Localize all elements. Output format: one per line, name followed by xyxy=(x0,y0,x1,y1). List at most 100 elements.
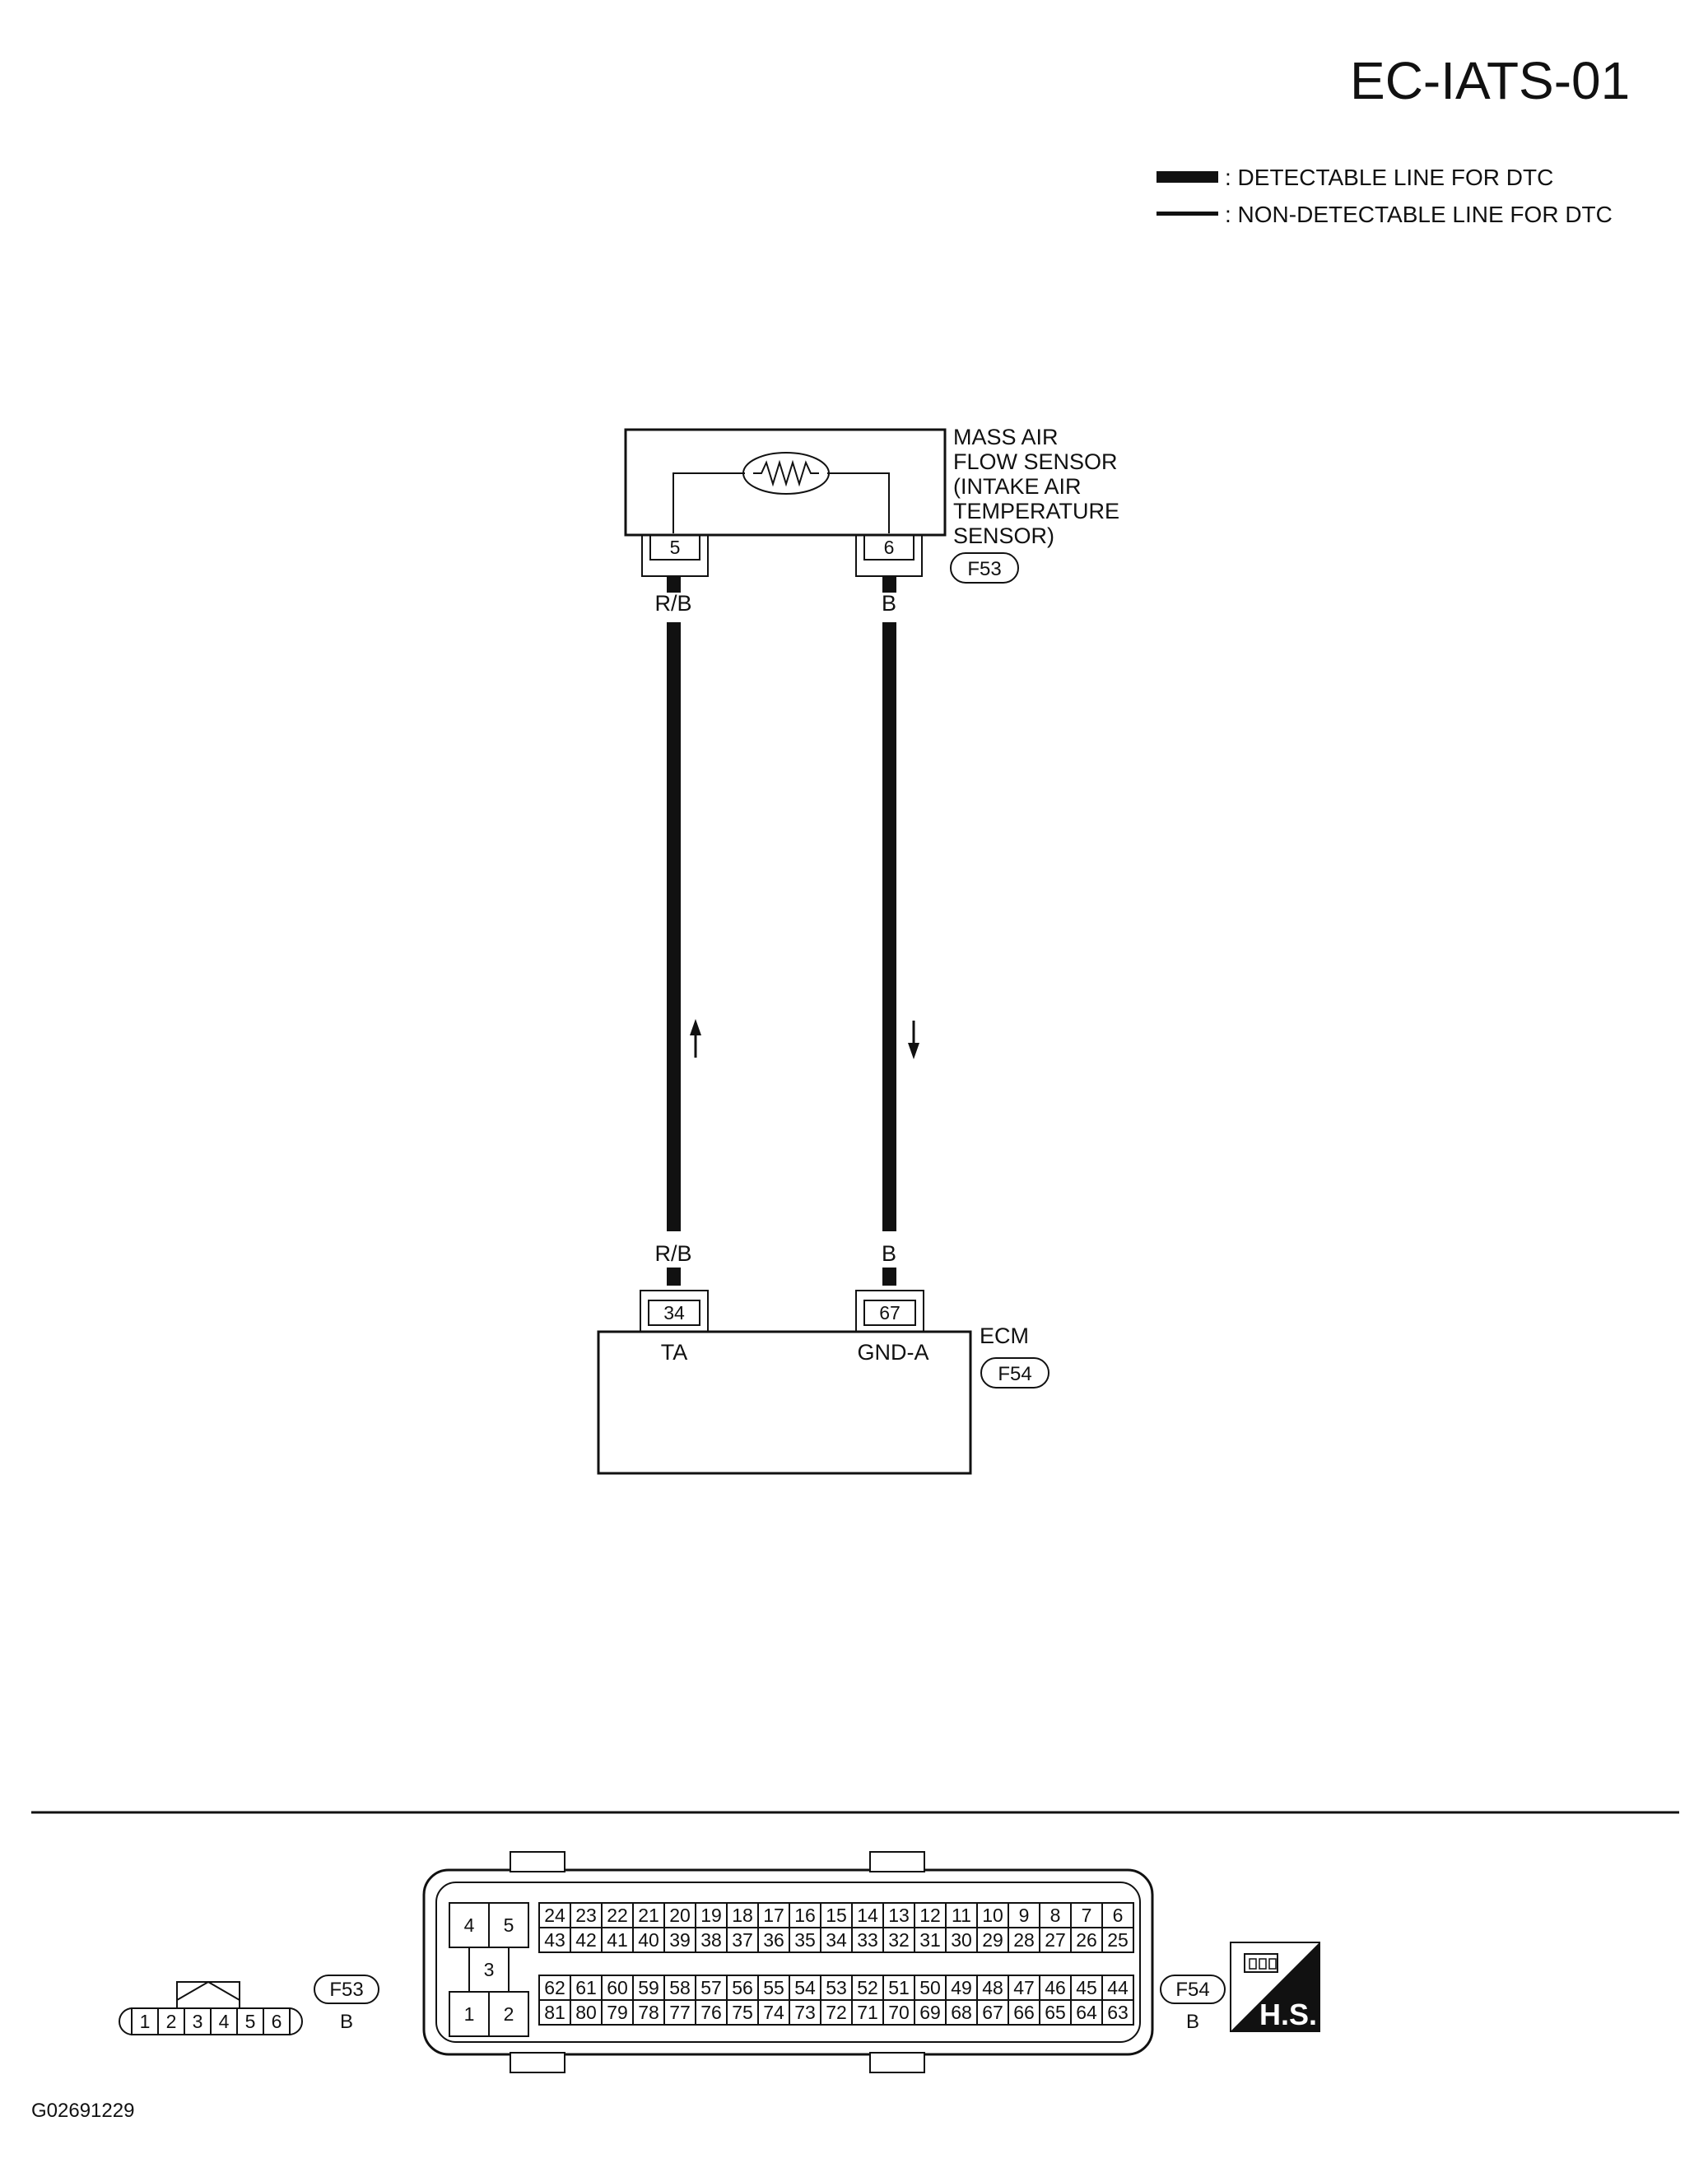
sensor-circuit-right xyxy=(827,472,890,533)
f54-pin-number: 33 xyxy=(857,1929,878,1951)
sensor-label-line-4: TEMPERATURE xyxy=(953,499,1119,523)
wire-left-color-bottom: R/B xyxy=(654,1241,691,1266)
f53-latch-roof xyxy=(176,1980,240,2001)
f54-pin-number: 63 xyxy=(1107,2002,1129,2023)
f54-pin-number: 69 xyxy=(919,2002,941,2023)
sensor-connector-badge xyxy=(950,552,1019,584)
f54-pin-number: 22 xyxy=(607,1905,628,1926)
f54-pin-number: 35 xyxy=(794,1929,816,1951)
f54-pin-number: 7 xyxy=(1082,1905,1092,1926)
f53-pin-number: 3 xyxy=(193,2011,203,2032)
f54-pin-number: 52 xyxy=(857,1977,878,1998)
f54-pin-number: 70 xyxy=(888,2002,910,2023)
wire-right-stub-top xyxy=(882,576,896,593)
f53-pin-number: 4 xyxy=(219,2011,230,2032)
f54-pin-number: 29 xyxy=(982,1929,1003,1951)
f54-pin-number: 62 xyxy=(544,1977,565,1998)
sensor-pin-6-label: 6 xyxy=(884,537,895,558)
f54-pin-number: 12 xyxy=(919,1905,941,1926)
f54-latch-top-left xyxy=(510,1851,565,1872)
f54-view-label: F54 xyxy=(1175,1979,1209,2001)
f54-pin-number: 64 xyxy=(1076,2002,1097,2023)
f54-pin-3: 3 xyxy=(484,1959,495,1980)
f54-pin-number: 56 xyxy=(732,1977,753,1998)
f54-pin-number: 58 xyxy=(669,1977,691,1998)
f53-view-color: B xyxy=(340,2011,353,2033)
f53-pin-number: 1 xyxy=(140,2011,151,2032)
f54-pin-number: 8 xyxy=(1050,1905,1061,1926)
wire-right-color-bottom: B xyxy=(882,1241,896,1266)
f54-pin-number: 49 xyxy=(951,1977,972,1998)
wire-right-stub-bottom xyxy=(882,1268,896,1286)
f54-pin-number: 57 xyxy=(700,1977,722,1998)
f54-inner-shell xyxy=(435,1882,1141,2043)
f54-pin-number: 80 xyxy=(575,2002,597,2023)
f54-view-badge xyxy=(1160,1975,1226,2004)
f54-pin-cell xyxy=(1101,1927,1134,1953)
f54-pin-number: 81 xyxy=(544,2002,565,2023)
f54-pin-number: 9 xyxy=(1019,1905,1030,1926)
f54-pin-number: 42 xyxy=(575,1929,597,1951)
ecm-pin-34-label: 34 xyxy=(663,1302,685,1323)
f54-pin-number: 13 xyxy=(888,1905,910,1926)
f54-pin-number: 45 xyxy=(1076,1977,1097,1998)
thermistor-resistor-icon xyxy=(753,459,819,487)
f54-pin-number: 74 xyxy=(763,2002,784,2023)
f54-pin-number: 10 xyxy=(982,1905,1003,1926)
f54-pin-cell xyxy=(1101,1999,1134,2026)
f54-pin-number: 6 xyxy=(1113,1905,1124,1926)
f54-pin-number: 65 xyxy=(1045,2002,1066,2023)
f54-pin-number: 14 xyxy=(857,1905,878,1926)
f54-pin-number: 77 xyxy=(669,2002,691,2023)
f54-pin-number: 40 xyxy=(638,1929,659,1951)
sensor-label-line-1: MASS AIR xyxy=(953,425,1059,449)
wire-left-color-top: R/B xyxy=(654,591,691,616)
connector-housing-icon xyxy=(1244,1953,1278,1973)
legend: : DETECTABLE LINE FOR DTC : NON-DETECTAB… xyxy=(1157,165,1613,227)
f54-pin-number: 28 xyxy=(1013,1929,1035,1951)
f53-view-badge xyxy=(314,1975,379,2004)
f54-outer-shell xyxy=(422,1868,1154,2056)
ecm-pin-34-bracket xyxy=(640,1290,709,1332)
legend-detectable-swatch xyxy=(1157,171,1218,183)
f53-view-label: F53 xyxy=(329,1979,363,2001)
wire-left-stub-top xyxy=(667,576,681,593)
f54-pin-number: 50 xyxy=(919,1977,941,1998)
f54-pin-number: 60 xyxy=(607,1977,628,1998)
ecm-module: 34 67 TA GND-A ECM F54 xyxy=(597,1290,1049,1475)
ecm-pin-67-box xyxy=(863,1300,916,1326)
thermistor-outline xyxy=(742,452,830,495)
f54-pin-number: 20 xyxy=(669,1905,691,1926)
sensor-label-line-5: SENSOR) xyxy=(953,523,1054,548)
sensor-circuit-left xyxy=(672,472,745,533)
f53-pin-cell xyxy=(263,2007,291,2035)
f54-pin-number: 75 xyxy=(732,2002,753,2023)
f53-pin-number: 2 xyxy=(166,2011,177,2032)
f54-pin-number: 43 xyxy=(544,1929,565,1951)
f54-pin-number: 61 xyxy=(575,1977,597,1998)
figure-id: G02691229 xyxy=(31,2100,134,2122)
ecm-label: ECM xyxy=(980,1323,1029,1348)
ecm-body xyxy=(597,1330,972,1475)
f54-pin-number: 79 xyxy=(607,2002,628,2023)
f54-pin-number: 25 xyxy=(1107,1929,1129,1951)
f54-pin-number: 27 xyxy=(1045,1929,1066,1951)
f54-pin-number: 39 xyxy=(669,1929,691,1951)
f54-pin-1: 1 xyxy=(464,2003,475,2025)
f54-latch-bottom-left xyxy=(510,2052,565,2073)
f54-pin-number: 26 xyxy=(1076,1929,1097,1951)
ecm-terminal-gnd-a: GND-A xyxy=(858,1340,929,1365)
sensor-pin-5-label: 5 xyxy=(670,537,681,558)
ecm-pin-67-label: 67 xyxy=(879,1302,901,1323)
hs-symbol: H.S. xyxy=(1230,1942,1320,2032)
arrow-down-icon xyxy=(908,1021,919,1059)
f54-pin-number: 51 xyxy=(888,1977,910,1998)
f54-pin-number: 72 xyxy=(826,2002,847,2023)
wiring-harness: R/B B R/B B xyxy=(654,576,919,1286)
f54-pin-number: 59 xyxy=(638,1977,659,1998)
ecm-connector-badge xyxy=(980,1357,1049,1389)
